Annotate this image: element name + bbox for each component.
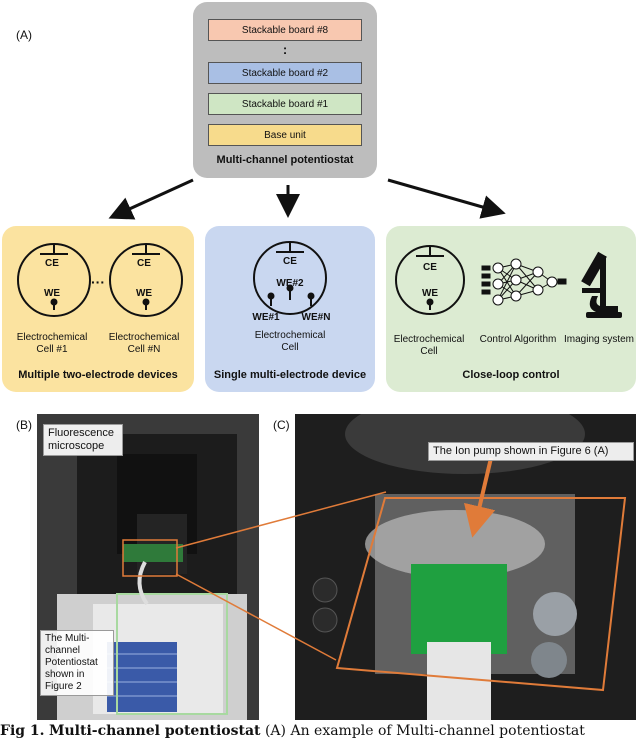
- arrow-right: [387, 178, 506, 219]
- close-loop-diagram: [395, 245, 622, 318]
- panel-c-label: (C): [273, 418, 290, 432]
- board-8: Stackable board #8: [208, 19, 362, 41]
- loop-we: WE: [421, 288, 439, 299]
- board-2: Stackable board #2: [208, 62, 362, 84]
- multi-weN: WE#N: [301, 312, 331, 323]
- multi-electrode-cell: [253, 241, 327, 315]
- loop-cell-label: Electrochemical Cell: [393, 334, 465, 357]
- multi-ce: CE: [283, 256, 297, 267]
- board-1: Stackable board #1: [208, 93, 362, 115]
- base-unit: Base unit: [208, 124, 362, 146]
- imaging-label: Imaging system: [563, 334, 635, 345]
- two-electrode-cells: [17, 243, 183, 317]
- cells-ellipsis: ···: [91, 274, 105, 290]
- potentiostat-callout: The Multi- channel Potentiostat shown in…: [40, 630, 114, 696]
- panel-a-label: (A): [16, 28, 32, 42]
- cell1-we: WE: [43, 288, 61, 299]
- cellN-label: Electrochemical Cell #N: [108, 332, 180, 355]
- multi-we2: WE#2: [276, 278, 304, 289]
- caption-lead: Fig 1.: [0, 723, 45, 739]
- ion-pump-callout: The Ion pump shown in Figure 6 (A): [428, 442, 634, 461]
- group-multi-electrode: [205, 226, 375, 392]
- panel-b-label: (B): [16, 418, 32, 432]
- stack-ellipsis: :: [282, 42, 288, 57]
- cellN-we: WE: [135, 288, 153, 299]
- stack-caption: Multi-channel potentiostat: [216, 154, 354, 166]
- cell1-label: Electrochemical Cell #1: [16, 332, 88, 355]
- microscope-icon: [581, 251, 622, 318]
- caption-title: Multi-channel potentiostat: [49, 723, 261, 739]
- algo-label: Control Algorithm: [479, 334, 557, 345]
- multi-we1: WE#1: [252, 312, 280, 323]
- group-multi-electrode-title: Single multi-electrode device: [213, 369, 367, 381]
- fluorescence-callout: Fluorescence microscope: [43, 424, 123, 456]
- figure-caption: Fig 1. Multi-channel potentiostat (A) An…: [0, 723, 640, 740]
- caption-text: (A) An example of Multi-channel potentio…: [264, 723, 585, 739]
- ion-pump-photo: [295, 414, 636, 720]
- cell1-ce: CE: [45, 258, 59, 269]
- microscope-setup-photo: [37, 414, 259, 720]
- multi-cell-label: Electrochemical Cell: [254, 330, 326, 353]
- arrow-left: [108, 178, 194, 220]
- cellN-ce: CE: [137, 258, 151, 269]
- distribution-arrows: [108, 178, 506, 220]
- loop-ce: CE: [423, 262, 437, 273]
- group-two-electrode-title: Multiple two-electrode devices: [18, 369, 178, 381]
- group-close-loop-title: Close-loop control: [462, 369, 560, 381]
- neural-network-icon: [481, 258, 567, 306]
